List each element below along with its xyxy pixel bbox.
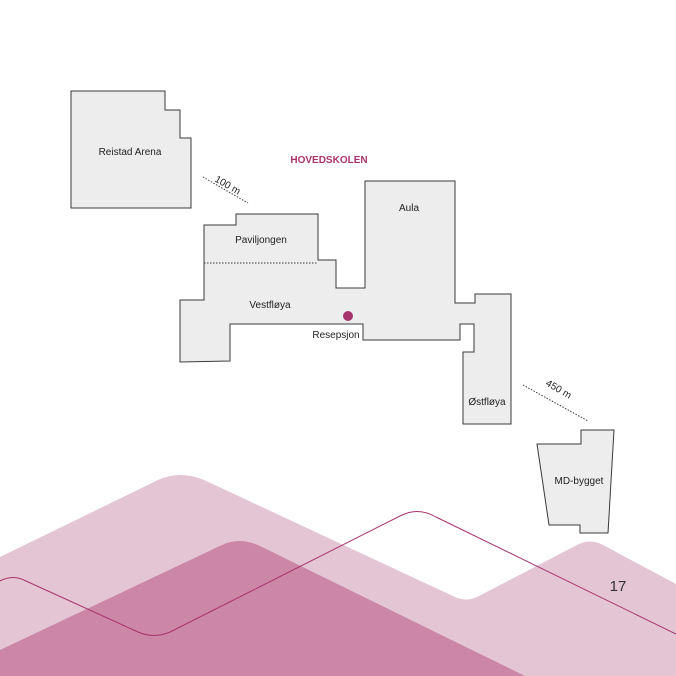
distance-label-arena: 100 m [213,174,243,197]
label-aula: Aula [399,203,419,214]
decorative-waves [0,475,676,676]
label-resepsjon: Resepsjon [312,330,359,341]
wave-dark [0,540,525,676]
building-main[interactable] [179,180,512,425]
label-paviljongen: Paviljongen [235,235,287,246]
buildings [70,90,615,534]
distance-label-md: 450 m [544,378,574,401]
label-vestfloya: Vestfløya [249,300,291,311]
distance-line-arena [202,176,249,204]
location-dot-icon[interactable] [343,311,353,321]
map-labels: HOVEDSKOLEN Reistad Arena Paviljongen Au… [99,147,604,487]
building-md-bygget[interactable] [536,429,615,534]
building-reistad-arena[interactable] [70,90,192,209]
page-number: 17 [610,578,627,595]
label-md-bygget: MD-bygget [555,476,604,487]
label-ostfloya: Østfløya [468,397,506,408]
distance-line-md [522,384,589,422]
wave-line [0,511,676,636]
heading-hovedskolen: HOVEDSKOLEN [290,155,367,166]
label-reistad-arena: Reistad Arena [99,147,162,158]
